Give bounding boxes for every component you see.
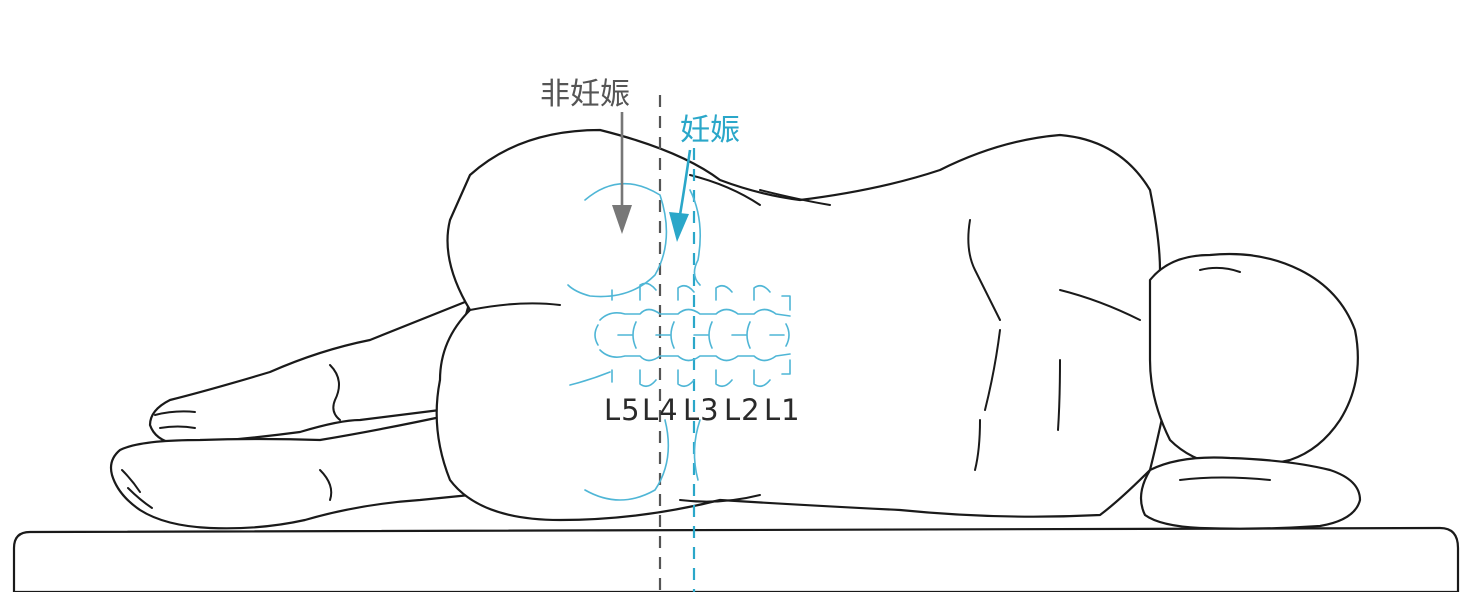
vertebra-label-l4: L4 [642, 393, 679, 427]
vertebra-label-l1: L1 [764, 393, 801, 427]
vertebra-label-l5: L5 [604, 393, 641, 427]
vertebra-label-l2: L2 [724, 393, 761, 427]
torso [437, 130, 1174, 520]
vertebra-labels: L5 L4 L3 L2 L1 [604, 393, 801, 427]
head-and-arm [1141, 254, 1360, 529]
bed [14, 528, 1458, 592]
non-pregnant-label: 非妊娠 [540, 77, 630, 112]
vertebra-label-l3: L3 [683, 393, 720, 427]
legs [111, 300, 470, 528]
pregnant-label: 妊娠 [680, 113, 740, 148]
